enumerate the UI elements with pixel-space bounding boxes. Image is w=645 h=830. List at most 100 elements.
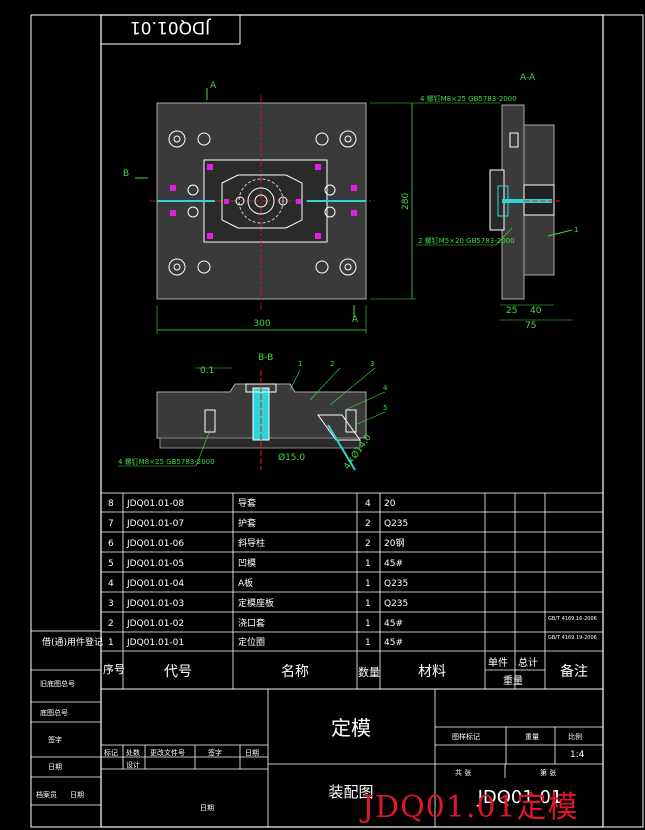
dim-75: 75 [525,321,536,331]
table-row: 8 [108,499,114,509]
th-remark: 备注 [560,663,588,680]
table-cell: 1 [365,559,371,569]
bb-callout-2: 2 [330,360,334,368]
bb-callout-4: 4 [383,384,388,392]
dim-width: 300 [253,319,270,329]
rev-sign: 签字 [208,748,222,757]
table-cell: 20 [384,499,396,509]
dim-25: 25 [506,306,517,316]
rev-date: 日期 [245,749,259,757]
table-cell: 45# [384,638,403,648]
section-a-top: A [210,81,217,91]
bb-callout-3: 3 [370,360,374,368]
drawing-type: 装配图 [328,783,373,801]
table-cell: 1 [365,619,371,629]
rev-mark: 标记 [104,748,118,757]
table-cell: 凹模 [238,558,256,569]
th-code: 代号 [164,664,192,680]
table-cell: Q235 [384,519,408,529]
sheets-label: 共 张 [455,768,471,777]
scale-label: 比例 [568,732,582,741]
table-cell: 45# [384,559,403,569]
table-row: 5 [108,559,114,569]
parts-table [100,492,604,690]
section-bb-label: B-B [258,353,273,363]
table-row: 2 [108,619,114,629]
drawing-number: JDQ01.01 [477,787,563,808]
table-cell: 护套 [238,517,256,529]
std-note-1: GB/T 4169.16-2006 [548,616,597,622]
section-aa-view: A-A 25 40 75 1 4 螺钉M8×25 GB5783-2000 2 螺… [416,73,578,331]
section-aa-label: A-A [520,73,536,83]
dim-40: 40 [530,306,542,316]
sheet-label: 第 张 [540,768,556,777]
table-cell: Q235 [384,599,408,609]
table-cell: 1 [365,599,371,609]
strip-label-7: 日期 [70,791,84,799]
table-row: 3 [108,599,114,609]
table-row: 6 [108,539,114,549]
section-a-bottom: A [352,315,359,325]
design-label: 设计 [126,760,140,769]
th-total: 总计 [518,656,538,669]
callout-screw-top: 4 螺钉M8×25 GB5783-2000 [420,94,517,103]
title-block [100,688,604,828]
strip-label-5: 日期 [48,763,62,771]
table-cell: JDQ01.01-02 [126,619,184,629]
table-cell: JDQ01.01-07 [126,519,184,529]
table-cell: 1 [365,638,371,648]
parts-table-rows: 8 JDQ01.01-08 导套 4 20 7 JDQ01.01-07 护套 2… [103,497,597,687]
drawing-name: 定模 [331,716,371,740]
table-row: 7 [108,519,114,529]
rev-doc: 更改文件号 [150,748,185,757]
dim-01: 0.1 [200,366,214,376]
table-cell: 1 [365,579,371,589]
table-cell: JDQ01.01-08 [126,499,184,509]
strip-label-3: 底图总号 [40,708,68,717]
table-cell: 定位圈 [238,636,265,648]
title-stamp: JDQ01.01 [130,17,211,37]
table-cell: JDQ01.01-05 [126,559,184,569]
th-no: 序号 [103,662,125,676]
table-cell: 2 [365,539,371,549]
th-weight: 重量 [503,674,523,687]
th-name: 名称 [281,664,309,680]
section-b-label: B [123,169,129,179]
callout-screw-mid: 2 螺钉M5×20 GB5783-2000 [418,236,515,245]
strip-label-6: 档案员 [36,790,57,799]
table-cell: A板 [238,577,253,589]
table-row: 1 [108,638,114,648]
table-cell: JDQ01.01-04 [126,579,184,589]
callout-screw-bb: 4 螺钉M8×25 GB5783-2000 [118,457,215,466]
table-cell: 4 [365,499,371,509]
table-cell: JDQ01.01-06 [126,539,184,549]
strip-label-4: 签字 [48,735,62,744]
bb-callout-1: 1 [298,360,302,368]
strip-label-1: 借(通)用件登记 [42,636,103,648]
weight-label: 重量 [525,733,539,741]
std-note-2: GB/T 4169.19-2006 [548,635,597,641]
th-material: 材料 [418,664,446,680]
stage-label: 图样标记 [452,732,480,741]
table-cell: 20钢 [384,537,404,549]
strip-label-2: 旧底图总号 [40,679,75,688]
table-cell: JDQ01.01-01 [126,638,184,648]
th-unit: 单件 [488,657,508,669]
watermark: JDQ01.01定模 [362,790,579,825]
table-cell: 45# [384,619,403,629]
table-cell: 定模座板 [238,597,274,609]
th-qty: 数量 [358,666,380,679]
title-stamp-box [100,14,241,45]
table-cell: 2 [365,519,371,529]
scale-value: 1:4 [570,750,585,760]
callout-1: 1 [574,226,578,234]
table-cell: 浇口套 [238,617,265,629]
rev-count: 处数 [126,748,140,757]
top-view: A A B 300 280 [123,81,416,334]
table-cell: 导套 [238,497,256,509]
dim-15: Ø15.0 [278,452,305,463]
table-row: 4 [108,579,114,589]
date-label: 日期 [200,804,214,812]
dim-height: 280 [401,193,411,210]
